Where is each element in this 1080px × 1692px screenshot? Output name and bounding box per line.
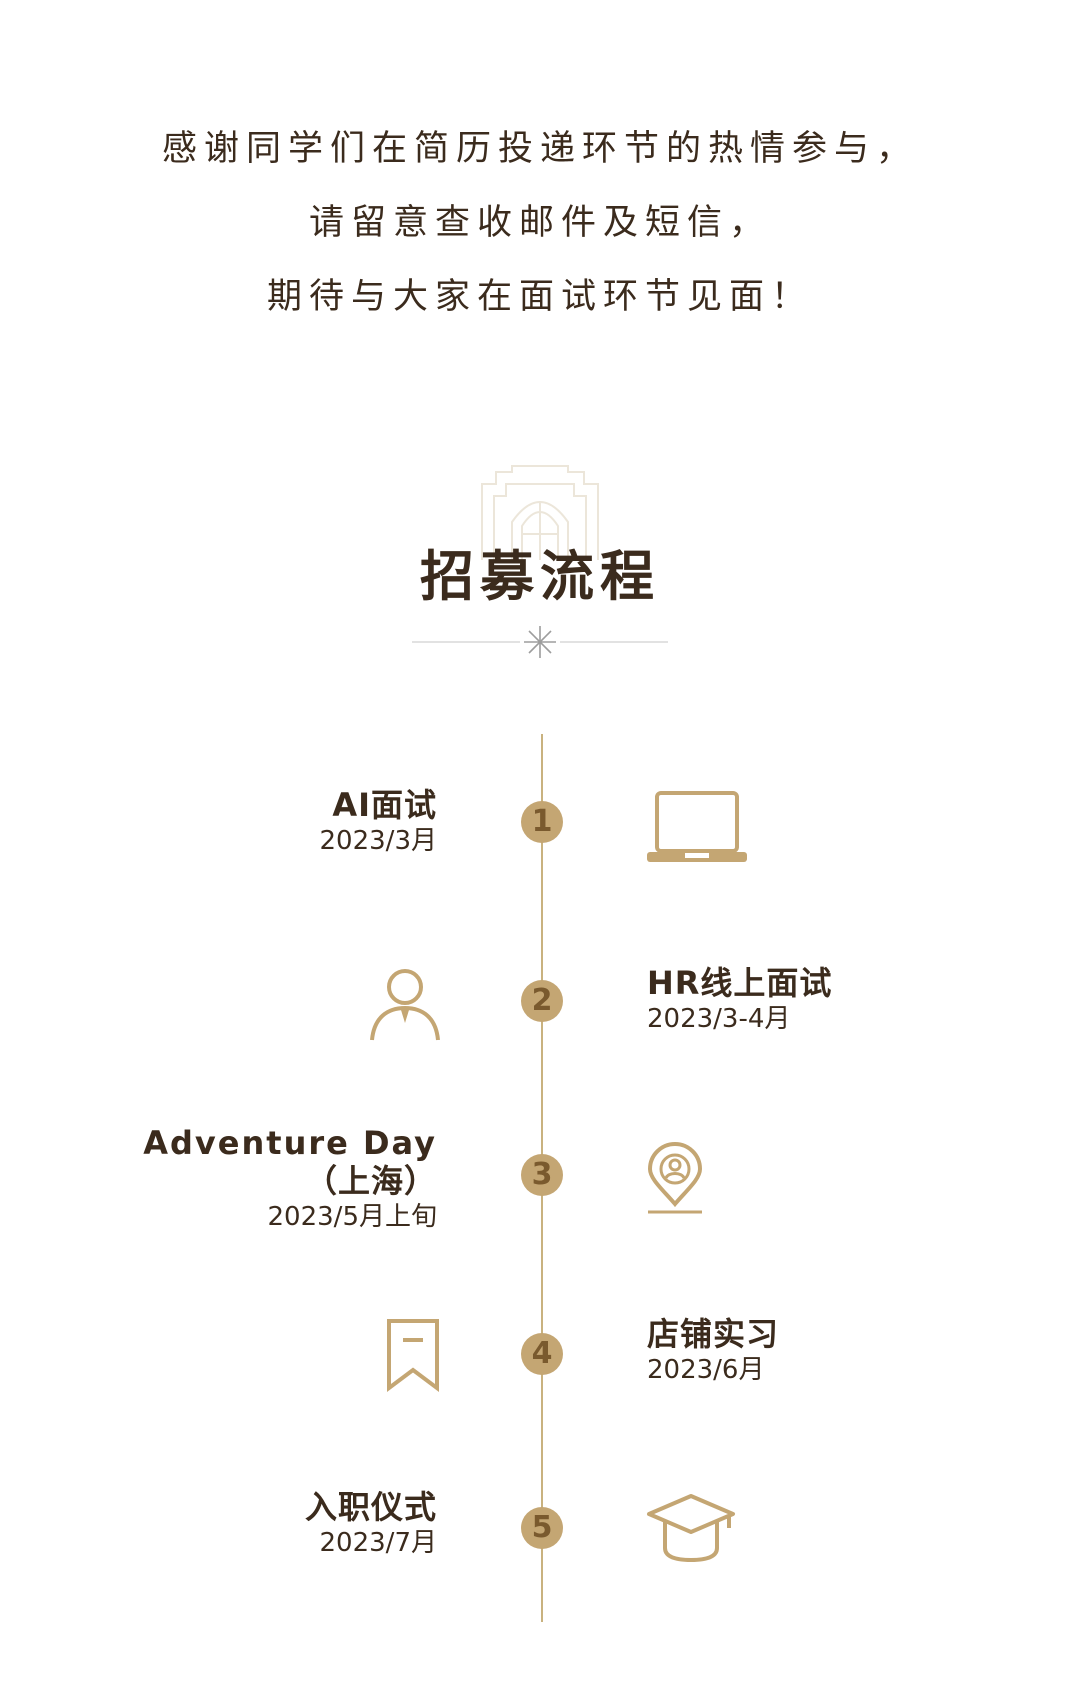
- step-1-number: 1: [521, 801, 563, 843]
- step-4-date: 2023/6月: [647, 1355, 765, 1385]
- intro-message: 感谢同学们在简历投递环节的热情参与， 请留意查收邮件及短信， 期待与大家在面试环…: [0, 112, 1080, 334]
- section-title: 招募流程: [420, 545, 660, 608]
- intro-line-3: 期待与大家在面试环节见面！: [266, 277, 813, 317]
- bookmark-icon: [387, 1319, 439, 1392]
- person-icon: [370, 969, 440, 1041]
- building-emblem-icon: [481, 465, 599, 560]
- step-2-number: 2: [521, 980, 563, 1022]
- step-2-label: HR线上面试 2023/3-4月: [647, 964, 832, 1036]
- step-1-title: AI面试: [332, 786, 437, 824]
- step-3-date: 2023/5月上旬: [267, 1202, 437, 1232]
- step-4-label: 店铺实习 2023/6月: [647, 1315, 779, 1387]
- step-4-number: 4: [521, 1333, 563, 1375]
- step-3-title-line2: （上海）: [304, 1162, 437, 1200]
- step-1-label: AI面试 2023/3月: [320, 786, 437, 858]
- step-5-title: 入职仪式: [304, 1488, 437, 1526]
- star-divider-icon: [412, 626, 668, 658]
- step-5-date: 2023/7月: [319, 1528, 437, 1558]
- laptop-icon: [647, 791, 747, 862]
- step-2-title: HR线上面试: [647, 964, 833, 1002]
- step-3-number: 3: [521, 1154, 563, 1196]
- step-1-date: 2023/3月: [319, 826, 437, 856]
- graduation-cap-icon: [647, 1494, 735, 1563]
- intro-line-2: 请留意查收邮件及短信，: [308, 203, 771, 243]
- step-3-title-line1: Adventure Day: [143, 1124, 437, 1162]
- step-4-title: 店铺实习: [647, 1315, 780, 1353]
- intro-line-1: 感谢同学们在简历投递环节的热情参与，: [161, 129, 918, 169]
- step-2-date: 2023/3-4月: [647, 1004, 791, 1034]
- step-5-label: 入职仪式 2023/7月: [305, 1488, 437, 1560]
- step-3-label: Adventure Day （上海） 2023/5月上旬: [143, 1124, 437, 1234]
- step-5-number: 5: [521, 1507, 563, 1549]
- location-pin-icon: [647, 1142, 703, 1214]
